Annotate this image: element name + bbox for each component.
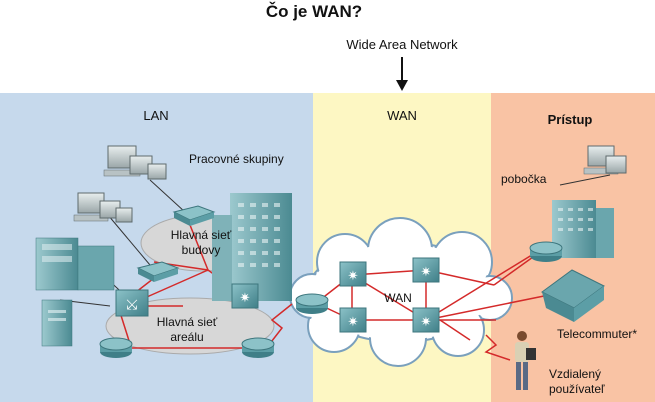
remote-user-label-1: Vzdialený <box>549 367 601 381</box>
wan-switch-2: ✷ <box>412 257 440 283</box>
branch-workstation <box>583 145 627 175</box>
page-title: Čo je WAN? <box>266 2 362 21</box>
workstation-group-top <box>103 145 167 180</box>
multilayer-switch-building: ✷ <box>231 283 259 309</box>
wan-switch-1: ✷ <box>339 261 367 287</box>
down-arrow-icon <box>396 57 408 91</box>
remote-user-label-2: používateľ <box>549 382 605 396</box>
campus-backbone-label-2: areálu <box>170 330 203 344</box>
remote-user-icon <box>515 331 536 390</box>
switch-workgroup <box>172 205 216 226</box>
house-icon <box>541 269 605 322</box>
subtitle: Wide Area Network <box>346 37 458 52</box>
wan-header: WAN <box>387 108 417 123</box>
router-wan-edge <box>295 293 329 314</box>
switch-building <box>136 261 180 282</box>
svg-text:✷: ✷ <box>348 315 359 330</box>
multilayer-switch-lan: ⤩ <box>115 289 149 317</box>
lan-header: LAN <box>143 108 168 123</box>
wan-switch-4: ✷ <box>412 307 440 333</box>
router-campus-right <box>241 337 275 358</box>
workstation-group-middle <box>73 192 133 223</box>
router-branch <box>529 241 563 262</box>
access-header: Prístup <box>548 112 593 127</box>
building-backbone-label-2: budovy <box>182 243 221 257</box>
router-campus-left <box>99 337 133 358</box>
server-tower <box>41 299 73 347</box>
campus-backbone-label-1: Hlavná sieť <box>157 315 218 329</box>
svg-text:✷: ✷ <box>240 291 251 306</box>
svg-text:⤩: ⤩ <box>126 297 137 313</box>
telecommuter-label: Telecommuter* <box>557 327 637 341</box>
svg-text:✷: ✷ <box>421 315 432 330</box>
workgroups-label: Pracovné skupiny <box>189 152 284 166</box>
server-cluster <box>35 237 115 291</box>
cloud-label: WAN <box>384 291 412 305</box>
svg-text:✷: ✷ <box>348 269 359 284</box>
svg-text:✷: ✷ <box>421 265 432 280</box>
wan-switch-3: ✷ <box>339 307 367 333</box>
branch-label: pobočka <box>501 172 547 186</box>
branch-building <box>552 200 614 258</box>
building-backbone-label-1: Hlavná sieť <box>171 228 232 242</box>
lan-building <box>212 193 292 301</box>
